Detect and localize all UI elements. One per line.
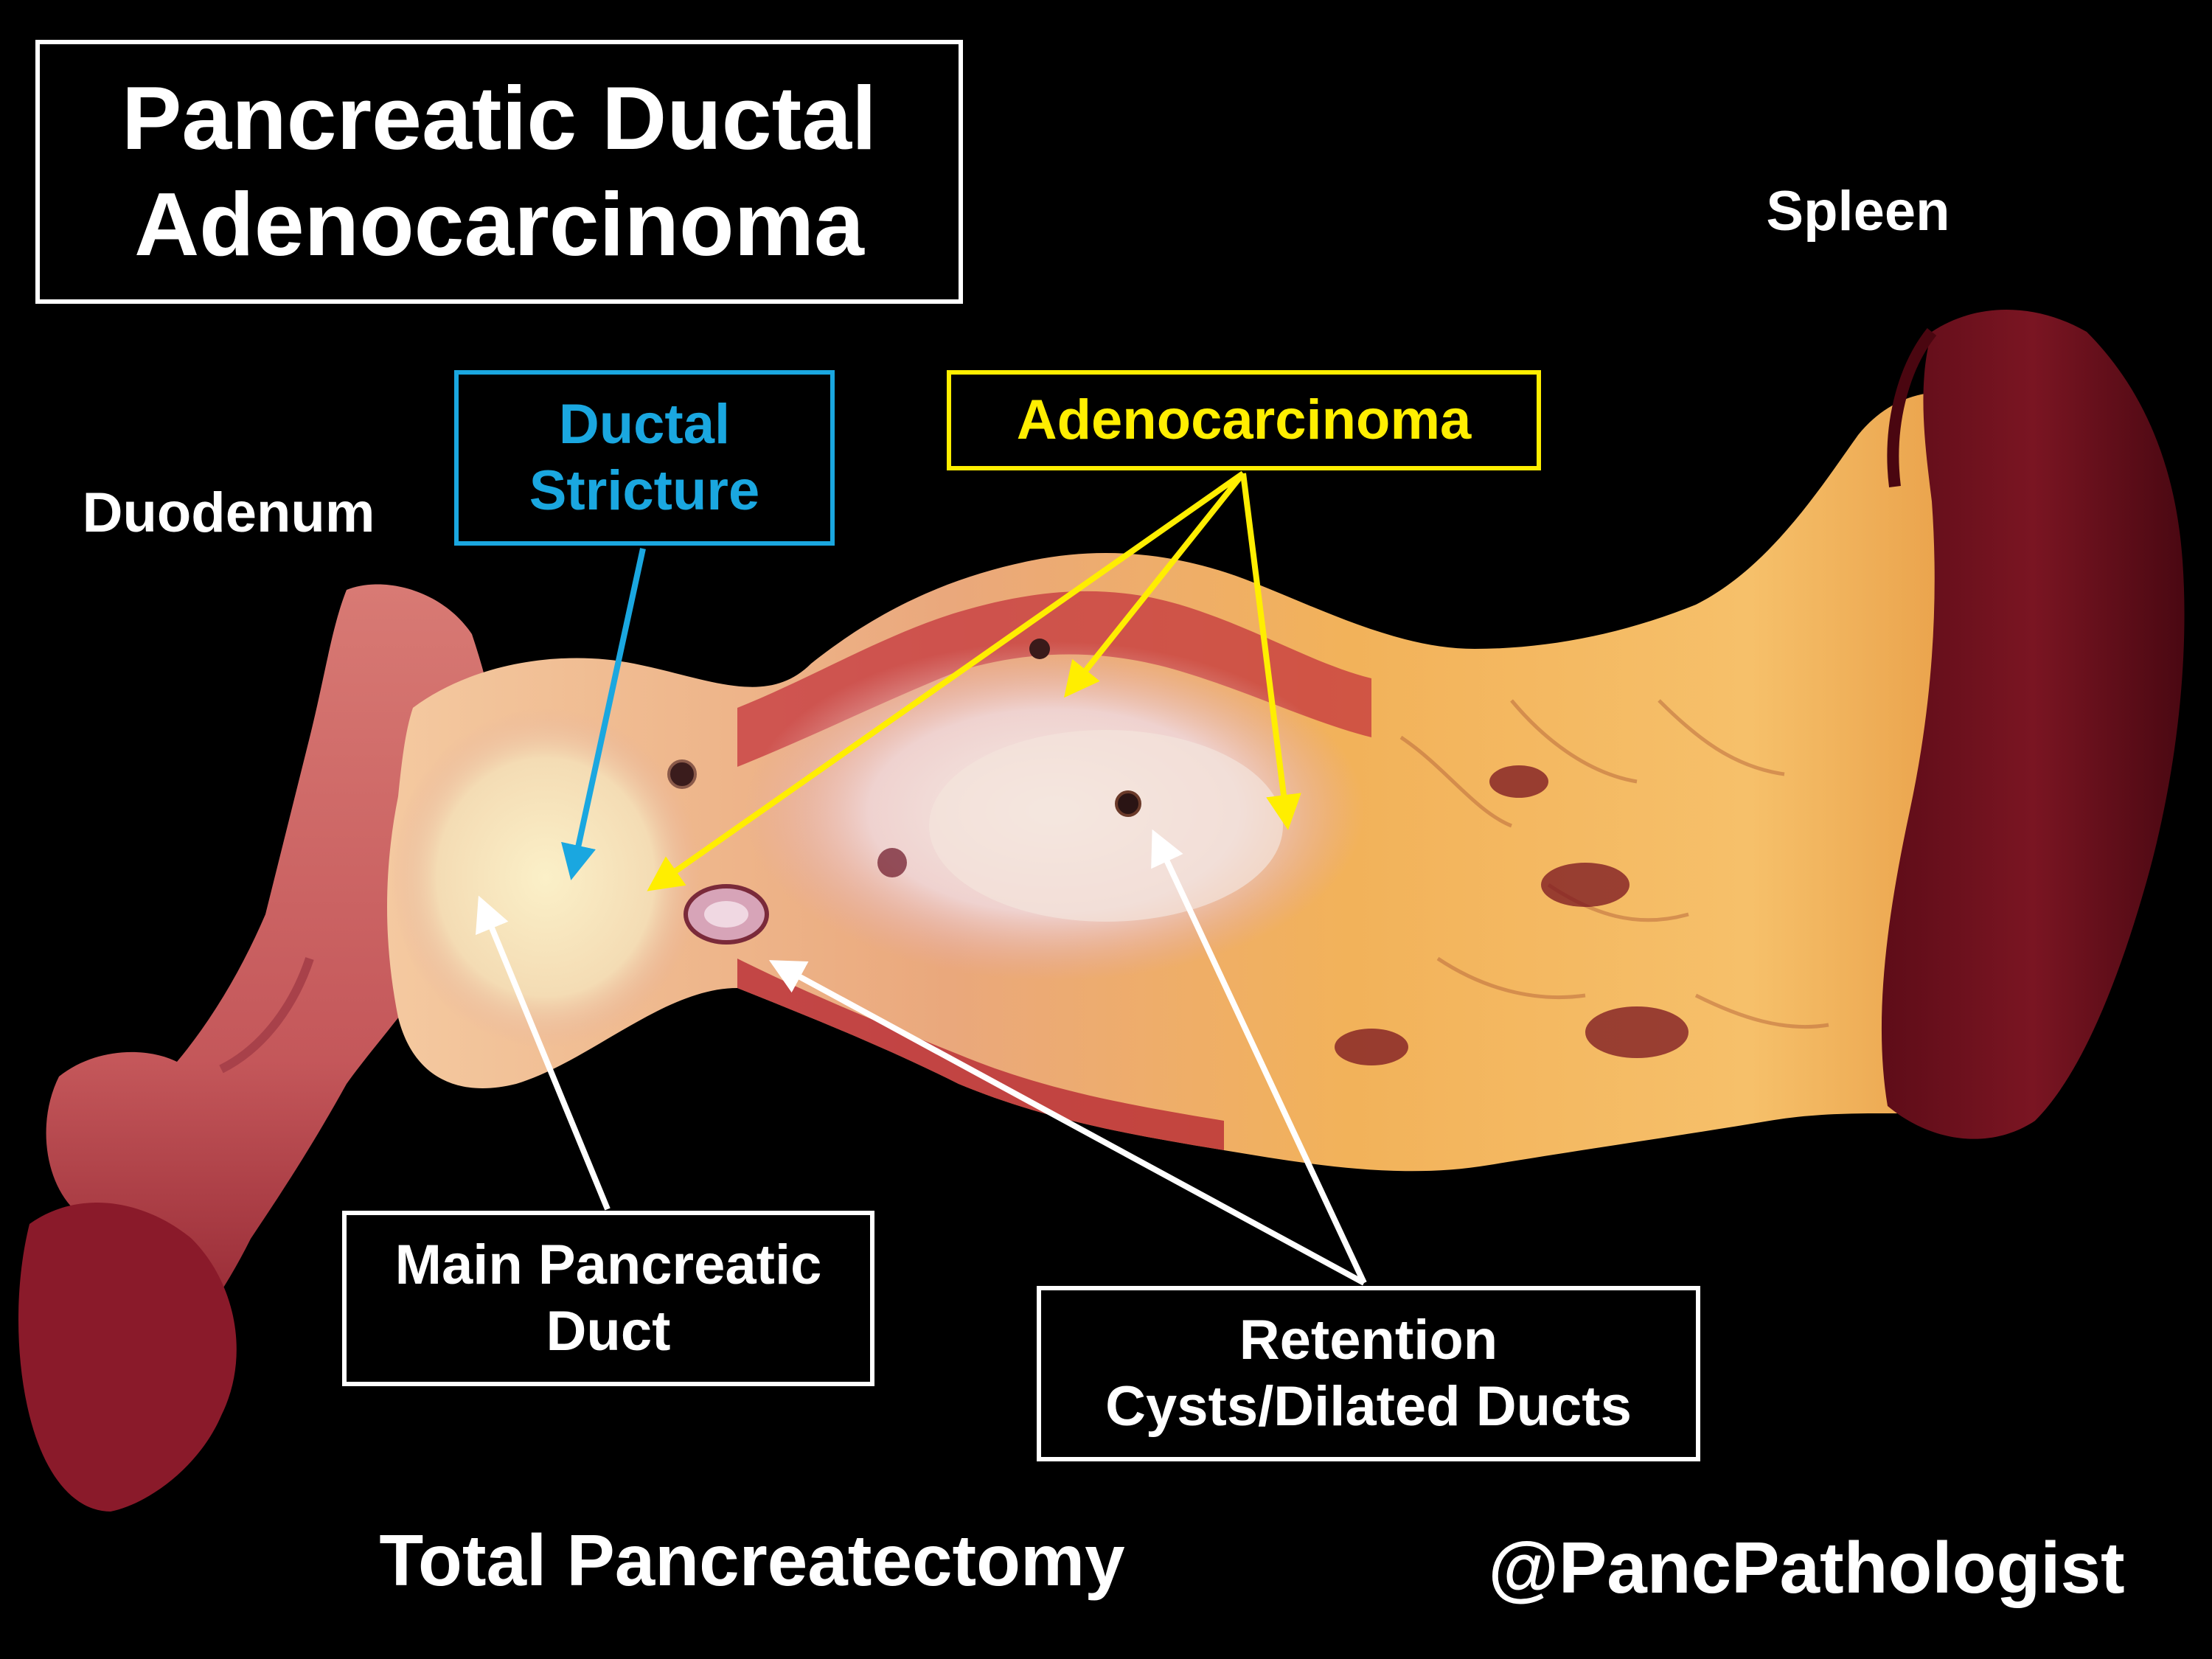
title-line-1: Pancreatic Ductal bbox=[122, 68, 877, 169]
callout-adenocarcinoma: Adenocarcinoma bbox=[947, 370, 1541, 470]
tumor-core bbox=[929, 730, 1283, 922]
label-duodenum: Duodenum bbox=[82, 481, 375, 544]
retention-cyst bbox=[667, 759, 697, 789]
callout-adenocarcinoma-text: Adenocarcinoma bbox=[1016, 389, 1472, 452]
duodenum-fold bbox=[219, 957, 314, 1074]
duodenum-dark-end bbox=[18, 1203, 237, 1512]
callout-ductal-stricture: Ductal Stricture bbox=[454, 370, 835, 546]
spleen-tissue bbox=[1881, 310, 2185, 1139]
label-spleen: Spleen bbox=[1766, 180, 1950, 243]
retention-cyst bbox=[1029, 639, 1050, 659]
duct-lumen bbox=[704, 901, 748, 928]
title-line-2: Adenocarcinoma bbox=[134, 174, 864, 274]
label-procedure: Total Pancreatectomy bbox=[379, 1520, 1125, 1601]
pancreatic-head bbox=[391, 708, 700, 1047]
duodenum-tissue bbox=[38, 584, 500, 1379]
spleen-capsule-edge bbox=[1887, 328, 1937, 487]
callout-retention-line-2: Cysts/Dilated Ducts bbox=[1105, 1375, 1632, 1438]
callout-main-duct-line-2: Duct bbox=[546, 1300, 671, 1363]
callout-main-pancreatic-duct: Main Pancreatic Duct bbox=[342, 1211, 874, 1386]
retention-cyst bbox=[877, 848, 907, 877]
callout-retention-cysts: Retention Cysts/Dilated Ducts bbox=[1037, 1286, 1700, 1461]
label-handle: @PancPathologist bbox=[1488, 1527, 2125, 1608]
callout-ductal-stricture-line-1: Ductal bbox=[558, 393, 731, 456]
callout-main-duct-line-1: Main Pancreatic bbox=[394, 1234, 822, 1297]
title-box: Pancreatic Ductal Adenocarcinoma bbox=[35, 40, 963, 304]
callout-ductal-stricture-line-2: Stricture bbox=[529, 459, 760, 522]
retention-cyst bbox=[1115, 790, 1141, 817]
callout-retention-line-1: Retention bbox=[1239, 1309, 1498, 1372]
